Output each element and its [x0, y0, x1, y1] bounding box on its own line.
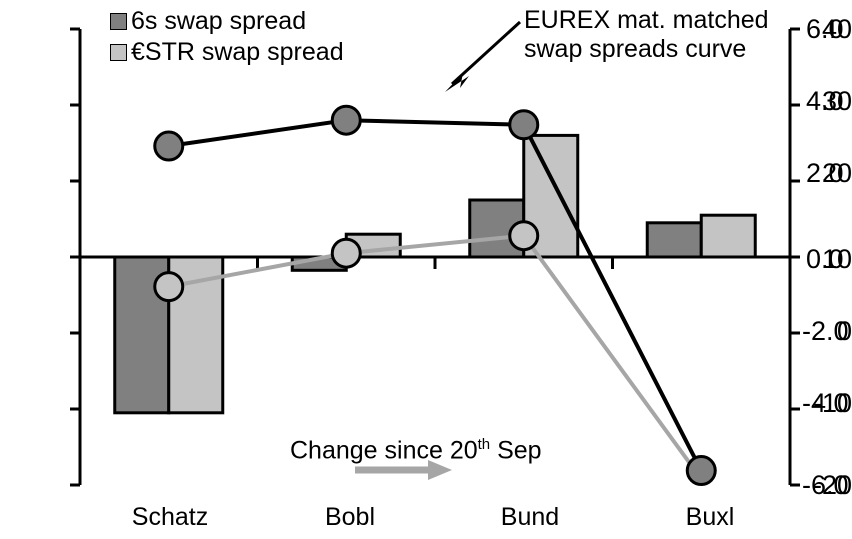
legend-label-estr-swap-spread: €STR swap spread: [131, 38, 344, 66]
left-tick-20: 20: [821, 158, 852, 188]
marker-buxl: [685, 455, 717, 487]
right-tick-minus-2: -2.0: [802, 316, 849, 346]
annotation-change-since: Change since 20th Sep: [290, 430, 542, 465]
left-tick-minus-10: -10: [812, 388, 852, 418]
left-tick-0: 0: [836, 316, 852, 346]
legend-swatch-6s-swap-spread: [110, 13, 127, 30]
annotation-eurex-curve-line1: EUREX mat. matched: [524, 6, 769, 34]
annotation-arrowhead-change: [428, 460, 452, 480]
left-tick-10: 10: [821, 244, 852, 274]
right-tick-4: 4.0: [806, 86, 844, 116]
right-tick-0: 0.0: [806, 244, 844, 274]
annotation-arrow-eurex: [450, 20, 522, 86]
bar-buxl-series1: [699, 213, 757, 259]
legend-label-6s-swap-spread: 6s swap spread: [131, 7, 307, 35]
annotation-eurex-curve: EUREX mat. matched swap spreads curve: [524, 6, 769, 64]
annotation-change-since-suffix: Sep: [490, 436, 542, 465]
bars-layer: [113, 133, 757, 415]
lines-layer: [153, 104, 717, 487]
right-tick-2: 2.0: [806, 158, 844, 188]
legend-item-estr-swap-spread: €STR swap spread: [110, 37, 344, 68]
bar-buxl-series0: [645, 221, 703, 259]
category-label-schatz: Schatz: [131, 503, 209, 531]
marker-schatz: [153, 271, 185, 303]
right-tick-minus-6: -6.0: [802, 470, 849, 500]
marker-bobl: [330, 104, 362, 136]
marker-bund: [508, 220, 540, 252]
category-label-bund: Bund: [500, 503, 560, 531]
category-label-bobl: Bobl: [324, 503, 376, 531]
annotation-change-since-prefix: Change since 20: [290, 436, 478, 465]
left-tick-40: 40: [821, 14, 852, 44]
arrows-layer: [355, 20, 522, 480]
left-tick-30: 30: [821, 86, 852, 116]
marker-schatz: [153, 130, 185, 162]
right-tick-minus-4: -4.0: [802, 388, 849, 418]
marker-bobl: [330, 237, 362, 269]
line-path: [166, 118, 704, 473]
chart-legend: 6s swap spread €STR swap spread: [110, 6, 344, 68]
annotation-change-since-ordinal: th: [477, 436, 491, 453]
annotation-eurex-curve-line2: swap spreads curve: [524, 35, 747, 63]
right-tick-6: 6.0: [806, 14, 844, 44]
axis-layer: [70, 27, 800, 487]
marker-bund: [508, 109, 540, 141]
line-path: [166, 233, 704, 481]
annotation-arrowhead-eurex: [445, 73, 469, 92]
category-label-buxl: Buxl: [685, 503, 735, 531]
legend-swatch-estr-swap-spread: [110, 44, 127, 61]
legend-item-6s-swap-spread: 6s swap spread: [110, 6, 344, 37]
left-tick-minus-20: -20: [812, 470, 852, 500]
